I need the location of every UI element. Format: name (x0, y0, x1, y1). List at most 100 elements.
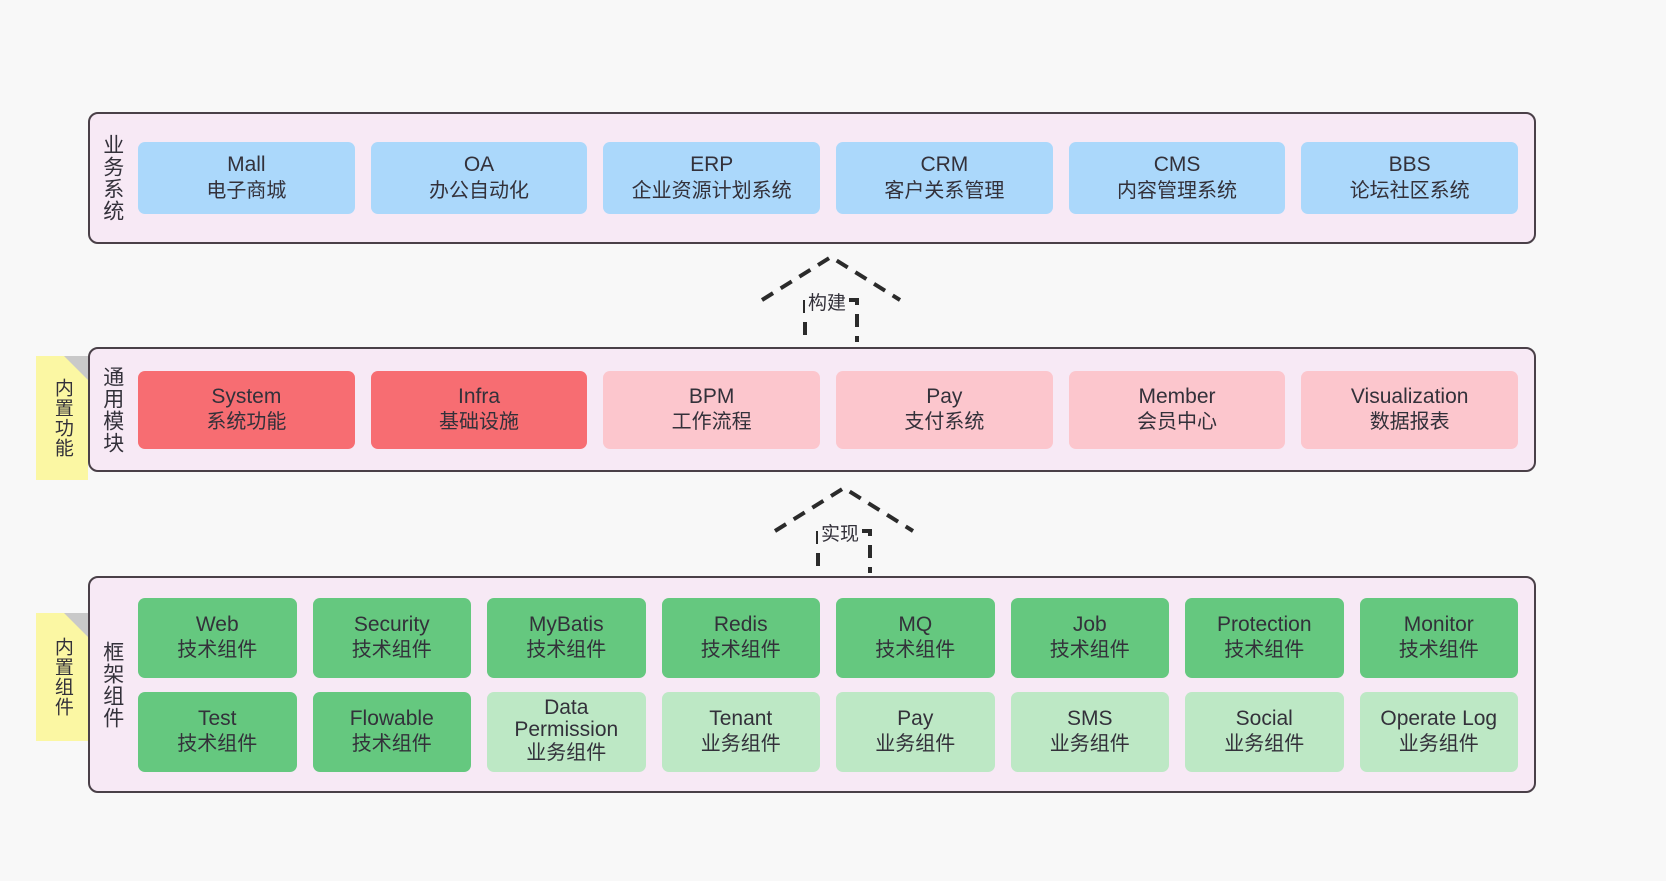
card-title: Monitor (1403, 612, 1474, 636)
card-title: Flowable (349, 706, 434, 730)
card-subtitle: 技术组件 (526, 639, 607, 662)
card-test[interactable]: Test 技术组件 (138, 691, 297, 772)
card-job[interactable]: Job 技术组件 (1010, 597, 1169, 678)
layer-title-general-modules: 通用模块 (100, 365, 124, 454)
card-subtitle: 技术组件 (1398, 639, 1479, 662)
card-subtitle: 技术组件 (177, 733, 258, 756)
card-pay-business[interactable]: Pay 业务组件 (836, 691, 995, 772)
card-operate-log[interactable]: Operate Log 业务组件 (1359, 691, 1518, 772)
card-subtitle: 电子商城 (206, 179, 287, 202)
card-title: Operate Log (1380, 706, 1498, 730)
card-title: OA (463, 153, 495, 177)
card-subtitle: 内容管理系统 (1117, 179, 1238, 202)
card-redis[interactable]: Redis 技术组件 (661, 597, 820, 678)
card-protection[interactable]: Protection 技术组件 (1185, 597, 1344, 678)
layer-body-general-modules: System 系统功能 Infra 基础设施 BPM 工作流程 Pay 支付系统… (134, 349, 1534, 470)
card-subtitle: 办公自动化 (429, 179, 529, 202)
card-title: CRM (920, 153, 969, 177)
connector-implement: 实现 (770, 483, 918, 573)
card-title: ERP (690, 153, 734, 177)
sticky-note-builtin-functions: 内置功能 (36, 356, 88, 480)
card-subtitle: 业务组件 (1224, 733, 1305, 756)
card-infra[interactable]: Infra 基础设施 (370, 370, 588, 449)
card-row: Mall 电子商城 OA 办公自动化 ERP 企业资源计划系统 CRM 客户关系… (138, 142, 1519, 214)
card-subtitle: 业务组件 (526, 742, 607, 765)
card-subtitle: 技术组件 (351, 733, 432, 756)
card-tenant[interactable]: Tenant 业务组件 (661, 691, 820, 772)
card-subtitle: 业务组件 (875, 733, 956, 756)
folded-corner-icon (64, 613, 88, 637)
card-title: Test (197, 706, 237, 730)
card-subtitle: 企业资源计划系统 (631, 179, 792, 202)
card-bpm[interactable]: BPM 工作流程 (603, 370, 821, 449)
card-title: Member (1138, 384, 1216, 408)
card-subtitle: 技术组件 (875, 639, 956, 662)
card-bbs[interactable]: BBS 论坛社区系统 (1301, 142, 1519, 214)
sticky-note-builtin-components: 内置组件 (36, 613, 88, 741)
layer-body-business-systems: Mall 电子商城 OA 办公自动化 ERP 企业资源计划系统 CRM 客户关系… (134, 114, 1534, 242)
connector-build: 构建 (757, 252, 905, 342)
card-sms[interactable]: SMS 业务组件 (1010, 691, 1169, 772)
card-subtitle: 会员中心 (1137, 411, 1218, 434)
folded-corner-icon (64, 356, 88, 380)
connector-build-label: 构建 (805, 288, 850, 315)
card-title: SMS (1066, 706, 1113, 730)
layer-framework-components: 框架组件 Web 技术组件 Security 技术组件 MyBatis 技术组件… (88, 576, 1536, 793)
card-title: MyBatis (528, 612, 604, 636)
card-social[interactable]: Social 业务组件 (1185, 691, 1344, 772)
card-subtitle: 基础设施 (439, 411, 519, 434)
card-subtitle: 系统功能 (206, 411, 287, 434)
card-subtitle: 客户关系管理 (884, 179, 1005, 202)
card-subtitle: 业务组件 (700, 733, 781, 756)
layer-business-systems: 业务系统 Mall 电子商城 OA 办公自动化 ERP 企业资源计划系统 CRM… (88, 112, 1536, 244)
card-title: Job (1072, 612, 1107, 636)
card-title: BBS (1388, 153, 1431, 177)
card-security[interactable]: Security 技术组件 (312, 597, 471, 678)
card-visualization[interactable]: Visualization 数据报表 (1301, 370, 1519, 449)
card-title: Web (195, 612, 239, 636)
card-subtitle: 技术组件 (1049, 639, 1130, 662)
card-title: MQ (898, 612, 933, 636)
card-subtitle: 论坛社区系统 (1349, 179, 1470, 202)
layer-title-framework-components: 框架组件 (100, 640, 124, 729)
card-title: Tenant (709, 706, 773, 730)
card-mall[interactable]: Mall 电子商城 (138, 142, 355, 214)
card-subtitle: 业务组件 (1398, 733, 1479, 756)
card-title: Redis (713, 612, 768, 636)
card-title: Security (353, 612, 430, 636)
card-title: System (211, 384, 282, 408)
card-row: Web 技术组件 Security 技术组件 MyBatis 技术组件 Redi… (138, 597, 1518, 678)
card-subtitle: 数据报表 (1369, 411, 1450, 434)
card-member[interactable]: Member 会员中心 (1068, 370, 1286, 449)
card-title: Social (1235, 706, 1293, 730)
layer-title-business-systems: 业务系统 (100, 134, 124, 222)
card-title: Protection (1216, 612, 1312, 636)
card-row: Test 技术组件 Flowable 技术组件 Data Permission … (138, 691, 1518, 772)
card-system[interactable]: System 系统功能 (138, 370, 355, 449)
card-cms[interactable]: CMS 内容管理系统 (1068, 142, 1286, 214)
card-row: System 系统功能 Infra 基础设施 BPM 工作流程 Pay 支付系统… (138, 370, 1519, 449)
card-pay[interactable]: Pay 支付系统 (836, 370, 1053, 449)
card-subtitle: 技术组件 (1224, 639, 1305, 662)
card-data-permission[interactable]: Data Permission 业务组件 (487, 691, 646, 772)
card-erp[interactable]: ERP 企业资源计划系统 (603, 142, 821, 214)
card-subtitle: 技术组件 (700, 639, 781, 662)
card-title: Pay (897, 706, 934, 730)
layer-body-framework-components: Web 技术组件 Security 技术组件 MyBatis 技术组件 Redi… (134, 578, 1534, 791)
card-subtitle: 技术组件 (351, 639, 432, 662)
card-flowable[interactable]: Flowable 技术组件 (312, 691, 471, 772)
card-web[interactable]: Web 技术组件 (138, 597, 297, 678)
card-subtitle: 业务组件 (1049, 733, 1130, 756)
card-mq[interactable]: MQ 技术组件 (836, 597, 995, 678)
sticky-note-label: 内置功能 (51, 378, 73, 458)
layer-general-modules: 通用模块 System 系统功能 Infra 基础设施 BPM 工作流程 Pay… (88, 347, 1536, 472)
connector-implement-label: 实现 (818, 519, 863, 546)
card-title: BPM (688, 384, 735, 408)
card-subtitle: 支付系统 (904, 411, 985, 434)
card-oa[interactable]: OA 办公自动化 (370, 142, 588, 214)
card-monitor[interactable]: Monitor 技术组件 (1359, 597, 1518, 678)
card-mybatis[interactable]: MyBatis 技术组件 (487, 597, 646, 678)
card-title: Data Permission (514, 695, 619, 741)
card-crm[interactable]: CRM 客户关系管理 (836, 142, 1053, 214)
